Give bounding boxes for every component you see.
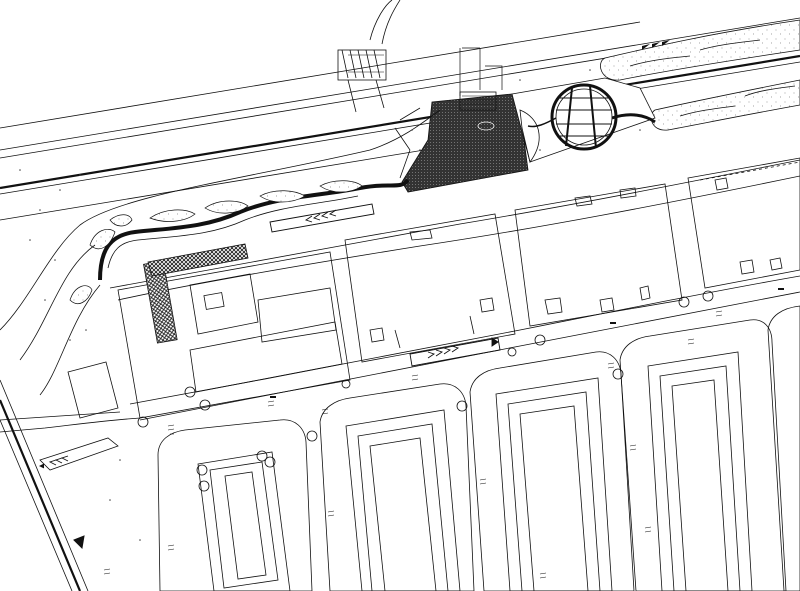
entrance-plaza <box>401 47 656 193</box>
gatehouse <box>67 361 119 419</box>
lot-5 <box>767 305 800 591</box>
lot-3 <box>469 351 635 591</box>
building-block-1 <box>117 243 351 419</box>
pedestrian-bridge <box>337 0 401 113</box>
lot-1 <box>157 419 313 591</box>
arrows-access-road <box>269 203 375 233</box>
ground-texture <box>19 69 641 541</box>
building-block-3 <box>514 183 683 327</box>
lot-4 <box>619 319 787 591</box>
planting-islands <box>69 180 363 304</box>
main-road <box>0 17 800 221</box>
building-block-4 <box>687 157 800 289</box>
annotation-ticks <box>103 310 723 579</box>
west-highway <box>0 379 119 591</box>
winding-walkway <box>98 107 421 281</box>
arrows-south-lane <box>409 337 501 367</box>
lamp-posts <box>270 288 784 398</box>
internal-roads <box>0 109 800 433</box>
tree-markers <box>137 290 714 442</box>
arrows-west-exit <box>38 455 69 469</box>
arrows-road-north <box>642 40 670 50</box>
lot-2 <box>319 383 475 591</box>
median-planting-strip <box>600 19 800 131</box>
circular-feature <box>527 83 656 151</box>
building-block-2 <box>344 213 516 363</box>
